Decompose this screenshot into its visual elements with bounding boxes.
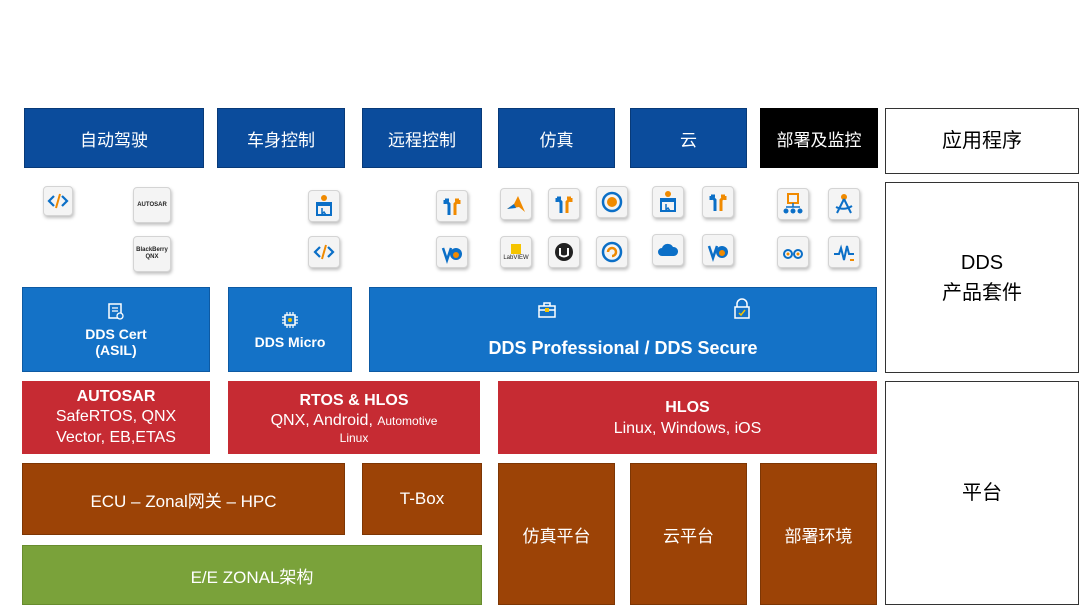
certificate-icon — [108, 302, 124, 320]
side-label-dds-suite: DDS 产品套件 — [885, 182, 1079, 373]
compass-icon — [828, 188, 860, 220]
autosar-os-line3: Vector, EB,ETAS — [56, 429, 176, 446]
app-remote-control-label: 远程控制 — [388, 130, 456, 150]
cloud-platform-box: 云平台 — [630, 463, 747, 605]
autosar-logo-icon: AUTOSAR — [133, 187, 171, 223]
app-autonomous-driving: 自动驾驶 — [24, 108, 204, 168]
app-body-control-label: 车身控制 — [247, 130, 315, 150]
dds-cert-box: DDS Cert (ASIL) — [22, 287, 210, 372]
tbox-box: T-Box — [362, 463, 482, 535]
app-remote-control: 远程控制 — [362, 108, 482, 168]
dds-professional-secure-label: DDS Professional / DDS Secure — [488, 338, 758, 358]
labview-icon: LabVIEW — [500, 236, 532, 268]
rtos-hlos-box: RTOS & HLOS QNX, Android, Automotive Lin… — [228, 381, 480, 454]
blackberry-qnx-logo-icon: BlackBerry QNX — [133, 236, 171, 272]
code-icon — [308, 236, 340, 268]
ecu-zonal-hpc-label: ECU – Zonal网关 – HPC — [90, 491, 277, 511]
autosar-logo-text: AUTOSAR — [137, 201, 167, 208]
qnx-logo-text: QNX — [145, 254, 159, 260]
rtos-hlos-line2: QNX, Android, Automotive — [271, 411, 438, 431]
dds-micro-box: DDS Micro — [228, 287, 352, 372]
app-window-icon — [652, 186, 684, 218]
chip-icon — [282, 311, 298, 328]
rtos-hlos-line2-small: Automotive — [377, 413, 438, 428]
ecu-zonal-hpc-box: ECU – Zonal网关 – HPC — [22, 463, 345, 535]
side-label-dds-line1: DDS — [960, 251, 1004, 274]
rtos-hlos-title: RTOS & HLOS — [299, 391, 409, 409]
code-icon — [43, 186, 73, 216]
app-cloud: 云 — [630, 108, 747, 168]
app-window-icon — [308, 190, 340, 222]
app-cloud-label: 云 — [680, 130, 697, 150]
dds-cert-asil: (ASIL) — [95, 341, 137, 358]
ee-zonal-label: E/E ZONAL架构 — [190, 567, 314, 587]
unreal-engine-icon — [548, 236, 580, 268]
labview-logo-text: LabVIEW — [503, 254, 529, 261]
matlab-icon — [500, 188, 532, 220]
ee-zonal-box: E/E ZONAL架构 — [22, 545, 482, 605]
sim-platform-label: 仿真平台 — [522, 526, 591, 546]
dds-micro-label: DDS Micro — [254, 333, 326, 350]
sim-platform-box: 仿真平台 — [498, 463, 615, 605]
rtos-hlos-line2-main: QNX, Android, — [270, 411, 373, 429]
target-circle-icon — [596, 186, 628, 218]
person-cloud-icon — [702, 234, 734, 266]
cloud-platform-label: 云平台 — [663, 526, 714, 546]
side-label-dds-line2: 产品套件 — [942, 281, 1022, 304]
autosar-os-title: AUTOSAR — [76, 388, 156, 405]
lock-icon — [734, 298, 750, 319]
deploy-env-box: 部署环境 — [760, 463, 877, 605]
autosar-os-line2: SafeRTOS, QNX — [55, 408, 177, 425]
app-body-control: 车身控制 — [217, 108, 345, 168]
split-arrows-icon — [436, 190, 468, 222]
app-deploy-monitor-label: 部署及监控 — [776, 130, 862, 150]
side-label-applications-text: 应用程序 — [942, 130, 1022, 152]
autosar-os-box: AUTOSAR SafeRTOS, QNX Vector, EB,ETAS — [22, 381, 210, 454]
refresh-circle-icon — [596, 236, 628, 268]
blackberry-logo-text: BlackBerry — [136, 247, 168, 253]
split-arrows-icon — [548, 188, 580, 220]
split-arrows-icon — [702, 186, 734, 218]
tbox-label: T-Box — [399, 489, 445, 508]
hlos-box: HLOS Linux, Windows, iOS — [498, 381, 877, 454]
app-autonomous-driving-label: 自动驾驶 — [80, 130, 148, 150]
glasses-icon — [777, 236, 809, 268]
person-cloud-icon — [436, 236, 468, 268]
app-simulation: 仿真 — [498, 108, 615, 168]
hlos-title: HLOS — [665, 398, 710, 416]
dds-professional-secure-box: DDS Professional / DDS Secure — [369, 287, 877, 372]
side-label-platform: 平台 — [885, 381, 1079, 605]
cloud-icon — [652, 234, 684, 266]
org-chart-icon — [777, 188, 809, 220]
briefcase-icon — [538, 302, 556, 318]
pulse-chart-icon — [828, 236, 860, 268]
hlos-line2: Linux, Windows, iOS — [613, 419, 762, 437]
app-deploy-monitor: 部署及监控 — [760, 108, 878, 168]
side-label-platform-text: 平台 — [962, 482, 1002, 504]
deploy-env-label: 部署环境 — [784, 526, 853, 546]
rtos-hlos-line3: Linux — [339, 430, 369, 445]
app-simulation-label: 仿真 — [539, 130, 574, 150]
dds-cert-title: DDS Cert — [85, 325, 147, 342]
side-label-applications: 应用程序 — [885, 108, 1079, 174]
